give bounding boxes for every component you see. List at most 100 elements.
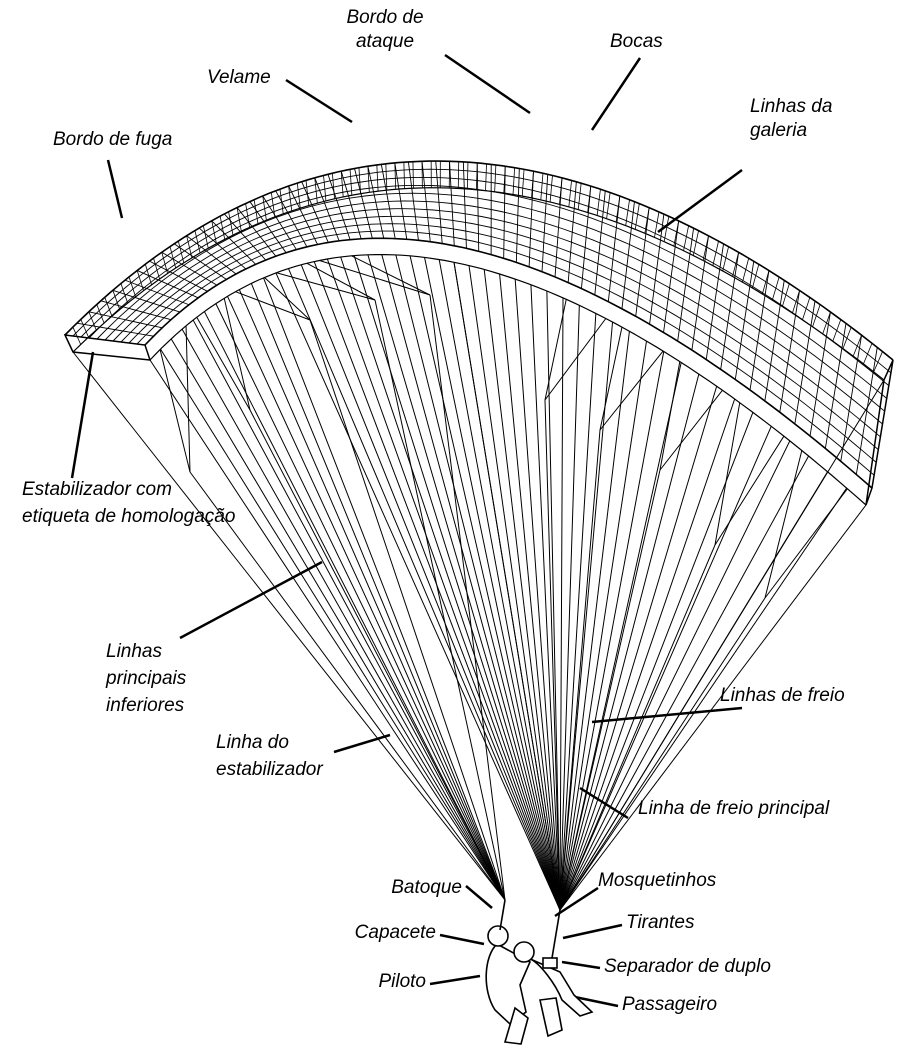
cell-opening (404, 162, 405, 188)
cell-opening (413, 162, 414, 189)
right-stabilizer (866, 360, 893, 505)
suspension-line (410, 256, 560, 910)
cell-opening (752, 264, 758, 288)
label-piloto: Piloto (300, 970, 426, 994)
label-estabilizador: Estabilizador com etiqueta de homologaçã… (22, 476, 237, 530)
label-batoque: Batoque (300, 876, 462, 900)
cell-opening (802, 297, 809, 319)
cell-opening (486, 164, 487, 191)
cascade-line (660, 362, 680, 470)
cell-opening (495, 165, 496, 192)
passenger-helmet (514, 942, 534, 962)
tandem-spreader (543, 958, 557, 968)
cell-opening (853, 335, 861, 356)
cell-opening (684, 226, 689, 251)
main-line (250, 410, 505, 900)
cell-opening (550, 175, 552, 202)
cell-opening (664, 216, 669, 241)
label-linha-de-freio-principal: Linha de freio principal (638, 797, 829, 821)
suspension-line (425, 257, 560, 910)
cascade-line (160, 350, 190, 472)
suspension-line (264, 278, 505, 900)
canopy-chord-line (105, 201, 883, 424)
passenger-body (528, 958, 592, 1016)
cascade-line (186, 326, 190, 472)
suspension-line (396, 255, 560, 910)
pilot-figures (486, 900, 592, 1044)
cascade-line (715, 403, 740, 545)
cell-opening (588, 186, 591, 212)
main-line (560, 545, 715, 910)
suspension-line (560, 426, 771, 910)
suspension-line (228, 296, 505, 900)
tandem-pilots (486, 900, 592, 1044)
cell-opening (324, 175, 326, 200)
cell-opening (843, 327, 851, 348)
suspension-line (454, 262, 560, 910)
suspension-line (314, 262, 560, 910)
cell-opening (513, 168, 515, 195)
main-line (310, 320, 505, 900)
suspension-line (560, 441, 790, 910)
cascade-line (600, 351, 663, 430)
cascade-line (545, 318, 606, 400)
right-riser (552, 910, 560, 958)
main-line (560, 430, 600, 910)
passenger-legs (540, 998, 562, 1036)
suspension-line (216, 304, 505, 900)
cascade-line (765, 489, 847, 598)
label-linha-do-estabilizador: Linha do estabilizador (216, 729, 376, 783)
suspension-line (150, 360, 505, 900)
label-leader-lines (72, 55, 742, 1006)
cell-opening (792, 290, 799, 313)
suspension-line (193, 320, 505, 900)
cell-opening (597, 189, 600, 215)
cell-opening (607, 193, 610, 219)
cell-opening (654, 212, 658, 238)
label-tirantes: Tirantes (626, 911, 694, 935)
suspension-line (161, 349, 505, 900)
brake-line (560, 380, 884, 910)
label-bordo-de-ataque: Bordo de ataque (330, 6, 440, 54)
cell-opening (522, 169, 524, 196)
label-mosquetinhos: Mosquetinhos (598, 869, 716, 893)
label-bocas: Bocas (610, 30, 663, 54)
canopy-chord-line (65, 161, 893, 360)
left-riser (500, 900, 505, 930)
helmet (488, 926, 508, 946)
suspension-line (276, 273, 560, 910)
cell-opening (476, 163, 477, 190)
label-bordo-de-fuga: Bordo de fuga (53, 128, 172, 152)
label-velame: Velame (207, 66, 271, 90)
canopy-chord-line (121, 216, 878, 449)
cell-opening (578, 183, 581, 209)
cascade-line (715, 436, 784, 545)
left-line-group (150, 256, 560, 910)
suspension-line (182, 329, 505, 900)
suspension-line (531, 285, 560, 910)
suspension-line (469, 266, 560, 910)
label-linhas-da-galeria: Linhas da galeria (750, 95, 845, 143)
cascade-line (276, 273, 375, 300)
cell-opening (823, 312, 831, 334)
suspension-line (204, 312, 505, 900)
label-separador-de-duplo: Separador de duplo (604, 955, 771, 979)
label-linhas-principais-inferiores: Linhas principais inferiores (106, 638, 246, 719)
cascade-line (224, 298, 250, 410)
cell-opening (332, 173, 334, 199)
label-linhas-de-freio: Linhas de freio (720, 684, 845, 708)
cell-opening (674, 221, 679, 246)
cell-opening (863, 343, 872, 364)
label-capacete: Capacete (300, 921, 436, 945)
suspension-line (327, 259, 560, 910)
suspension-line (239, 290, 505, 900)
label-passageiro: Passageiro (622, 993, 717, 1017)
suspension-line (171, 339, 505, 900)
cell-opening (693, 231, 698, 256)
canopy-chord-line (89, 185, 887, 398)
cell-opening (541, 173, 543, 200)
cell-opening (569, 180, 572, 206)
canopy-chord-line (113, 209, 880, 437)
main-line (375, 300, 505, 900)
cell-opening (467, 162, 468, 189)
